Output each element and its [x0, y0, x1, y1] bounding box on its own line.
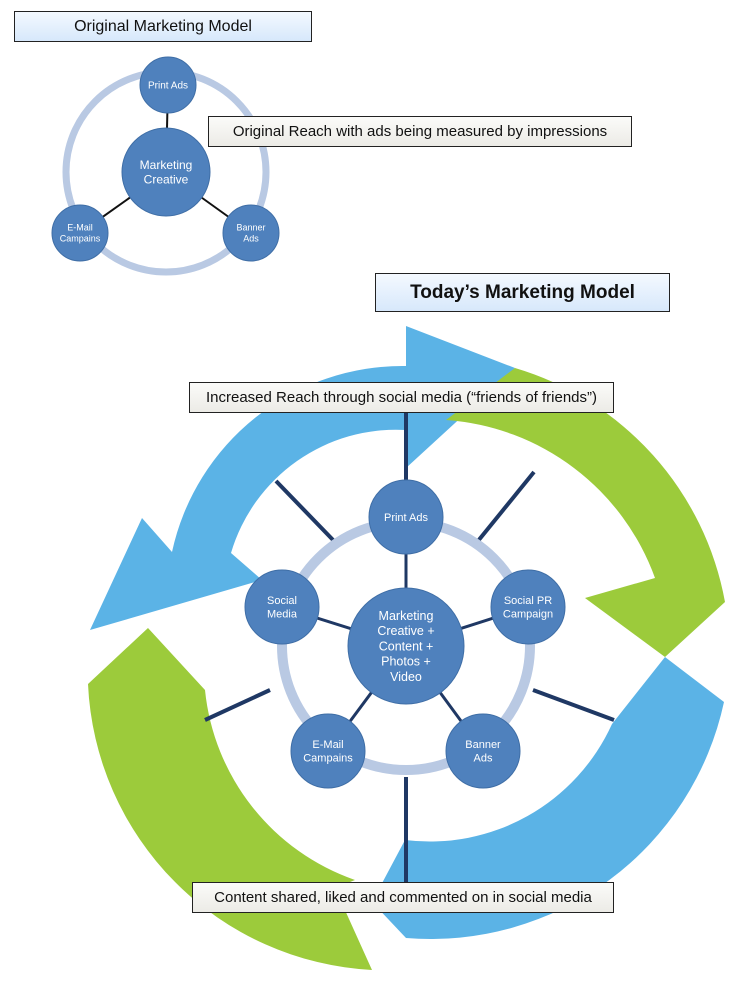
today-node-circle	[490, 569, 566, 645]
original-center-label: Creative	[144, 173, 189, 187]
original-node-label: Ads	[243, 234, 259, 244]
today-node-label: Print Ads	[384, 512, 429, 524]
original-reach-label: Original Reach with ads being measured b…	[208, 116, 632, 147]
content-shared-label: Content shared, liked and commented on i…	[192, 882, 614, 913]
today-outer-spoke-lines	[204, 413, 615, 882]
original-node-label: E-Mail	[67, 223, 93, 233]
original-center-circle	[121, 127, 211, 217]
original-node-label: Banner	[236, 223, 265, 233]
today-node-label: Social	[267, 595, 297, 607]
today-node-label: Campains	[303, 753, 353, 765]
today-node-label: Media	[267, 609, 298, 621]
increased-reach-label: Increased Reach through social media (“f…	[189, 382, 614, 413]
green-cycle-arrow-top-right	[446, 368, 725, 657]
original-node-print-ads: Print Ads	[139, 56, 197, 114]
today-node-print-ads: Print Ads	[368, 479, 444, 555]
today-node-circle	[244, 569, 320, 645]
today-node-label: Banner	[465, 739, 501, 751]
today-node-label: E-Mail	[312, 739, 343, 751]
today-model-title: Today’s Marketing Model	[375, 273, 670, 312]
original-node-circle	[139, 56, 197, 114]
original-node-label: Print Ads	[148, 81, 188, 92]
today-node-circle	[368, 479, 444, 555]
original-center-label: Marketing	[140, 158, 193, 172]
today-center-label: Photos +	[381, 655, 431, 669]
original-node-circle	[222, 204, 280, 262]
today-node-label: Campaign	[503, 609, 553, 621]
green-cycle-arrow-bottom-left	[88, 628, 372, 970]
blue-cycle-arrow-bottom-right	[372, 657, 724, 940]
today-node-circle	[290, 713, 366, 789]
today-node-circle	[445, 713, 521, 789]
today-node-label: Social PR	[504, 595, 552, 607]
today-node-social-pr-campaign: Social PR Campaign	[490, 569, 566, 645]
today-center-label: Content +	[379, 639, 434, 653]
original-node-circle	[51, 204, 109, 262]
original-node-label: Campains	[60, 234, 101, 244]
today-node-label: Ads	[474, 753, 493, 765]
original-model-title: Original Marketing Model	[14, 11, 312, 42]
today-center-label: Marketing	[379, 609, 434, 623]
today-center-label: Creative +	[377, 624, 434, 638]
today-center-circle	[347, 587, 465, 705]
today-center-label: Video	[390, 670, 422, 684]
